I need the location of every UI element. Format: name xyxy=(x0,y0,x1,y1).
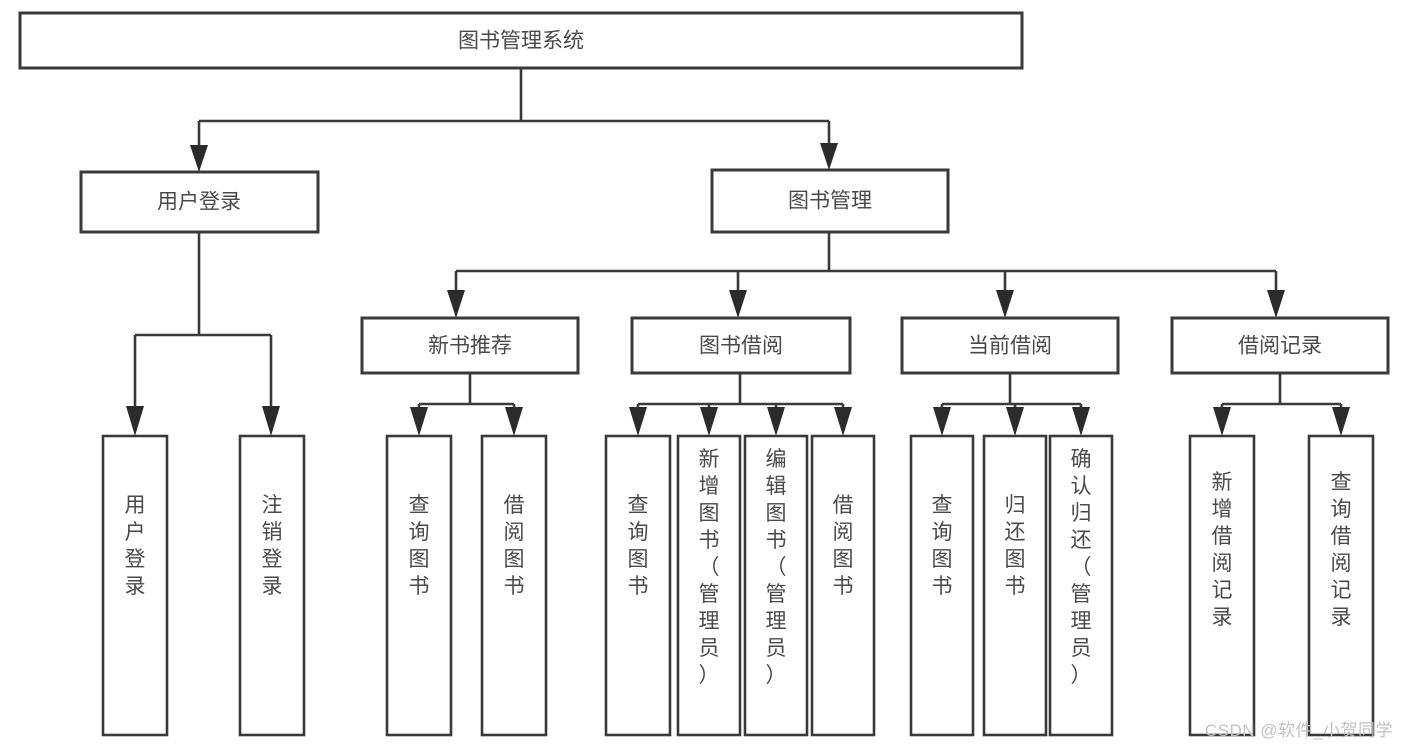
node-book-borrow-box[interactable] xyxy=(630,316,852,375)
leaf-node[interactable]: 查询图书 xyxy=(385,434,453,737)
leaf-node-box[interactable] xyxy=(909,434,975,737)
arrow-head-icon xyxy=(1072,407,1090,436)
node-book-management-label: 图书管理 xyxy=(788,190,872,213)
leaf-node-box[interactable] xyxy=(982,434,1048,737)
leaf-node-label: 借阅图书 xyxy=(833,494,854,598)
node-root-box[interactable] xyxy=(18,11,1024,70)
leaf-node-box[interactable] xyxy=(1048,434,1114,737)
connector-group-book-borrow xyxy=(629,373,852,436)
leaf-node-label: 用户登录 xyxy=(125,494,146,598)
leaf-node[interactable]: 借阅图书 xyxy=(810,434,876,737)
connector-group-user-login xyxy=(126,232,280,436)
leaf-node-box[interactable] xyxy=(810,434,876,737)
leaf-node[interactable]: 归还图书 xyxy=(982,434,1048,737)
leaf-node-box[interactable] xyxy=(480,434,548,737)
leaf-node-label: 查询图书 xyxy=(628,494,649,598)
node-current-borrow[interactable]: 当前借阅 xyxy=(900,316,1120,375)
node-user-login[interactable]: 用户登录 xyxy=(79,170,320,234)
arrow-head-icon xyxy=(767,407,785,436)
arrow-head-icon xyxy=(996,290,1014,318)
leaf-node-box[interactable] xyxy=(676,434,742,737)
arrow-head-icon xyxy=(410,407,428,436)
node-root-label: 图书管理系统 xyxy=(458,30,584,53)
leaf-node[interactable]: 用户登录 xyxy=(101,434,169,737)
leaf-node-box[interactable] xyxy=(604,434,672,737)
leaf-node-box[interactable] xyxy=(238,434,306,737)
leaf-node[interactable]: 新增图书（管理员） xyxy=(676,434,742,737)
arrow-head-icon xyxy=(629,407,647,436)
leaf-node-box[interactable] xyxy=(101,434,169,737)
leaf-node[interactable]: 查询图书 xyxy=(604,434,672,737)
leaf-node-box[interactable] xyxy=(385,434,453,737)
node-current-borrow-box[interactable] xyxy=(900,316,1120,375)
leaf-node-label: 查询借阅记录 xyxy=(1331,471,1352,629)
leaf-node-label: 借阅图书 xyxy=(504,494,525,598)
node-book-borrow[interactable]: 图书借阅 xyxy=(630,316,852,375)
leaf-node[interactable]: 确认归还（管理员） xyxy=(1048,434,1114,737)
leaf-node-label: 新增图书（管理员） xyxy=(699,448,720,687)
node-borrow-record-box[interactable] xyxy=(1170,316,1390,375)
leaf-node[interactable]: 借阅图书 xyxy=(480,434,548,737)
leaf-node[interactable]: 新增借阅记录 xyxy=(1188,434,1256,737)
arrow-head-icon xyxy=(834,407,852,436)
node-current-borrow-label: 当前借阅 xyxy=(968,335,1052,358)
leaf-node-label: 查询图书 xyxy=(932,494,953,598)
node-new-book-recommend-label: 新书推荐 xyxy=(428,335,512,358)
leaf-node-label: 查询图书 xyxy=(409,494,430,598)
node-user-login-label: 用户登录 xyxy=(157,191,241,214)
leaf-node-label: 新增借阅记录 xyxy=(1212,471,1233,629)
node-user-login-box[interactable] xyxy=(79,170,320,234)
node-root[interactable]: 图书管理系统 xyxy=(18,11,1024,70)
leaf-node-box[interactable] xyxy=(1307,434,1375,737)
node-borrow-record-label: 借阅记录 xyxy=(1238,335,1322,358)
arrow-head-icon xyxy=(1213,407,1231,436)
arrow-head-icon xyxy=(262,406,280,436)
leaf-node[interactable]: 查询图书 xyxy=(909,434,975,737)
leaf-node[interactable]: 查询借阅记录 xyxy=(1307,434,1375,737)
connector-group-new-book xyxy=(410,373,523,436)
node-book-management[interactable]: 图书管理 xyxy=(710,168,950,234)
arrow-head-icon xyxy=(447,290,465,318)
arrow-head-icon xyxy=(700,407,718,436)
arrow-head-icon xyxy=(1006,407,1024,436)
arrow-head-icon xyxy=(190,145,208,172)
connector-group-book-mgmt xyxy=(447,232,1285,318)
arrow-head-icon xyxy=(1332,407,1350,436)
arrow-head-icon xyxy=(1267,290,1285,318)
leaf-node-box[interactable] xyxy=(743,434,809,737)
leaf-node-label: 归还图书 xyxy=(1005,494,1026,598)
csdn-watermark: CSDN @软件_小贺同学 xyxy=(1204,721,1393,740)
node-new-book-recommend-box[interactable] xyxy=(360,316,580,375)
arrow-head-icon xyxy=(933,407,951,436)
node-borrow-record[interactable]: 借阅记录 xyxy=(1170,316,1390,375)
leaf-node-label: 确认归还（管理员） xyxy=(1071,448,1092,687)
leaf-node[interactable]: 编辑图书（管理员） xyxy=(743,434,809,737)
node-book-management-box[interactable] xyxy=(710,168,950,234)
arrow-head-icon xyxy=(505,407,523,436)
arrow-head-icon xyxy=(126,406,144,436)
connector-group-current-borrow xyxy=(933,373,1090,436)
node-new-book-recommend[interactable]: 新书推荐 xyxy=(360,316,580,375)
connector-group-borrow-record xyxy=(1213,373,1350,436)
leaf-node-box[interactable] xyxy=(1188,434,1256,737)
node-book-borrow-label: 图书借阅 xyxy=(699,335,783,358)
arrow-head-icon xyxy=(820,143,838,170)
connector-group-root xyxy=(190,68,838,172)
leaf-node-label: 注销登录 xyxy=(262,494,283,598)
leaf-node[interactable]: 注销登录 xyxy=(238,434,306,737)
leaf-node-label: 编辑图书（管理员） xyxy=(766,448,787,687)
arrow-head-icon xyxy=(729,290,747,318)
